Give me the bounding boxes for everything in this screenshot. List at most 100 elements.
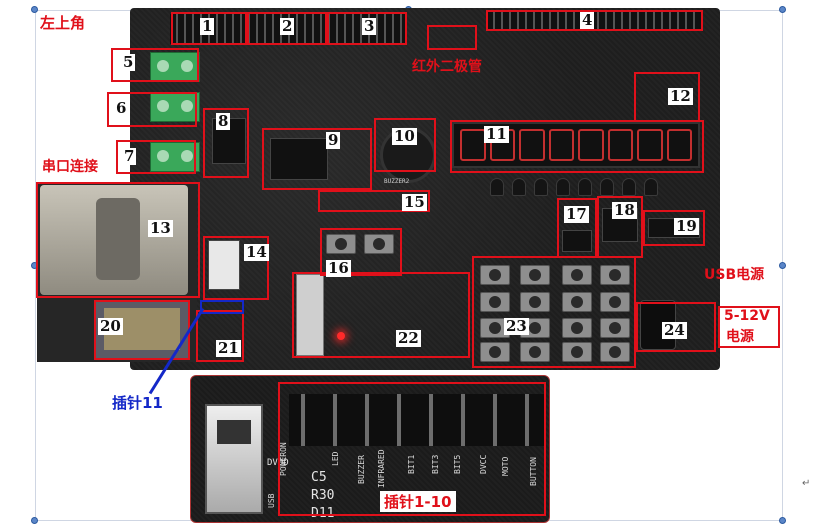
header-strip-4: [487, 12, 702, 30]
box-7: [116, 140, 196, 174]
power-led: [337, 332, 345, 340]
tag-22: 22: [396, 329, 421, 347]
box-2: [247, 12, 327, 45]
silk-c5: C5: [311, 470, 327, 485]
keypad-key: [480, 292, 510, 312]
tag-21: 21: [216, 339, 241, 357]
reset-button: [326, 234, 356, 254]
box-22: [292, 272, 470, 358]
label-dc-power-line1: 5-12V: [724, 308, 770, 324]
tag-2: 2: [280, 17, 295, 35]
silk-d11: D11: [311, 506, 335, 521]
tag-3: 3: [362, 17, 377, 35]
tag-16: 16: [326, 259, 351, 277]
transistor: [644, 178, 658, 196]
resize-handle-top-left[interactable]: [31, 6, 38, 13]
transistor: [600, 178, 614, 196]
tag-20: 20: [98, 317, 123, 335]
resize-handle-bottom-left[interactable]: [31, 517, 38, 524]
box-19: [643, 210, 705, 246]
tag-18: 18: [612, 201, 637, 219]
db9-serial-port: [96, 198, 140, 280]
zoom-inset-photo: USB POWERON DVDD LED BUZZER INFRARED BIT…: [190, 375, 550, 523]
resize-handle-top-right[interactable]: [779, 6, 786, 13]
tag-1: 1: [200, 17, 215, 35]
box-4: [486, 10, 703, 31]
tag-19: 19: [674, 217, 699, 235]
terminal-block-5: [150, 52, 200, 82]
resize-handle-bottom-right[interactable]: [779, 517, 786, 524]
tag-9: 9: [326, 131, 341, 149]
transistor: [622, 178, 636, 196]
connector-14: [208, 240, 240, 290]
box-5: [111, 48, 199, 82]
tag-23: 23: [504, 317, 529, 335]
transistor: [512, 178, 526, 196]
box-dc-power-text: [718, 306, 780, 348]
tag-10: 10: [392, 127, 417, 145]
box-21: [196, 310, 244, 362]
silk-dvdd: DVDD: [267, 458, 289, 468]
user-button: [364, 234, 394, 254]
box-24: [636, 302, 716, 352]
keypad-key: [520, 265, 550, 285]
keypad-key: [480, 265, 510, 285]
tag-8: 8: [216, 112, 231, 130]
tag-4: 4: [580, 11, 595, 29]
keypad-key: [562, 342, 592, 362]
power-switch: [296, 274, 324, 356]
tag-7: 7: [122, 147, 137, 165]
inset-pin-headers: [289, 394, 545, 446]
silk-usb: USB: [267, 493, 276, 508]
box-23: [472, 256, 636, 368]
tag-5: 5: [121, 53, 136, 71]
box-12: [634, 72, 700, 122]
chip-9: [270, 138, 328, 180]
transistor: [490, 178, 504, 196]
transistor: [534, 178, 548, 196]
box-11: [450, 120, 704, 173]
box-16: [320, 228, 402, 276]
tag-15: 15: [402, 193, 427, 211]
paragraph-mark: ↵: [802, 478, 811, 489]
tag-17: 17: [564, 205, 589, 223]
tag-11: 11: [484, 125, 509, 143]
keypad-key: [520, 292, 550, 312]
box-inset-pins: [278, 382, 546, 516]
keypad-key: [600, 292, 630, 312]
transistor: [556, 178, 570, 196]
terminal-block-7: [150, 142, 200, 172]
inset-power-switch: [205, 404, 263, 514]
keypad-key: [600, 342, 630, 362]
board-silk-buzzer2: BUZZER2: [384, 178, 410, 185]
keypad-key: [520, 342, 550, 362]
tag-6: 6: [114, 99, 129, 117]
tag-14: 14: [244, 243, 269, 261]
box-3: [327, 12, 407, 45]
chip-17: [562, 230, 592, 252]
box-6: [107, 92, 197, 127]
box-9: [262, 128, 372, 190]
box-15: [318, 190, 430, 212]
box-13: [36, 182, 200, 298]
keypad-key: [480, 342, 510, 362]
resize-handle-middle-right[interactable]: [779, 262, 786, 269]
box-10: [374, 118, 436, 172]
box-8: [203, 108, 249, 178]
tag-12: 12: [668, 87, 693, 105]
keypad-key: [600, 265, 630, 285]
silk-r30: R30: [311, 488, 335, 503]
tag-13: 13: [148, 219, 173, 237]
label-top-left: 左上角: [40, 14, 86, 32]
label-usb-power: USB电源: [704, 267, 765, 283]
box-14: [203, 236, 269, 300]
label-serial-port: 串口连接: [42, 159, 98, 175]
label-pin11: 插针11: [112, 394, 163, 412]
box-infrared: [427, 25, 477, 50]
label-dc-power-line2: 电源: [726, 329, 754, 345]
label-infrared-diode: 红外二极管: [412, 59, 482, 75]
keypad-key: [562, 318, 592, 338]
keypad-key: [562, 265, 592, 285]
keypad-key: [562, 292, 592, 312]
transistor: [578, 178, 592, 196]
